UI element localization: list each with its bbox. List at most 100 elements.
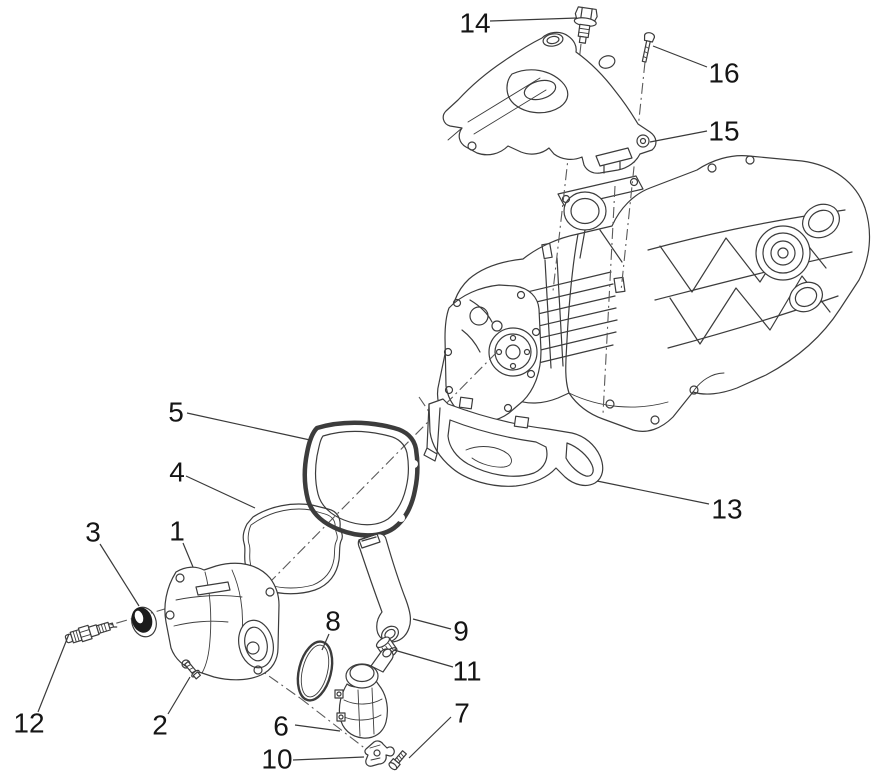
- valvetrain-detail: [461, 299, 503, 353]
- callout-13-label: 13: [711, 494, 742, 525]
- sensor-body: [577, 23, 591, 39]
- callout-4-leader: [185, 475, 256, 509]
- head-studs: [541, 242, 626, 294]
- separator-body: [338, 680, 388, 739]
- bracket-left-arm: [423, 403, 441, 462]
- separator-tabs: [334, 689, 346, 722]
- screw-shaft: [641, 40, 651, 63]
- callout-14-leader: [489, 17, 578, 22]
- upper-cover-arm-lines: [447, 77, 547, 141]
- callouts: 14 16 15 5 13 4 3 1 8 9 11 12 2 6 7 10: [13, 8, 742, 774]
- bracket-studs: [458, 396, 530, 429]
- callout-8-label: 8: [325, 606, 341, 637]
- engine-assembly: [435, 155, 871, 451]
- bolt2-head: [192, 671, 202, 680]
- callout-11-leader: [393, 649, 454, 668]
- callout-15-leader: [649, 130, 708, 143]
- callout-13-leader: [596, 480, 710, 505]
- callout-11-label: 11: [452, 656, 481, 687]
- outer-gasket-ring: [302, 420, 420, 538]
- outer-gasket-inner-line: [315, 430, 409, 526]
- callout-3-label: 3: [85, 517, 101, 548]
- callout-4-label: 4: [169, 457, 185, 488]
- clamp-hole: [373, 749, 381, 757]
- pipe-body: [357, 533, 412, 643]
- callout-2-leader: [167, 676, 191, 715]
- head-cover-boss-center: [246, 641, 260, 655]
- callout-16-leader: [652, 45, 708, 68]
- upper-cover-boss-right: [598, 55, 616, 69]
- callout-12-label: 12: [13, 708, 44, 739]
- upper-head-cover: [442, 31, 657, 174]
- callout-7-leader: [408, 716, 452, 759]
- head-cover-creases: [173, 569, 243, 674]
- upper-cover-ear-hole-inner: [639, 137, 647, 145]
- breather-pipe: [357, 533, 412, 643]
- bracket-cable: [465, 446, 512, 468]
- bracket-outline: [428, 398, 604, 487]
- callout-16-label: 16: [708, 58, 739, 89]
- bolt7-head-top: [388, 762, 398, 771]
- callout-14-label: 14: [459, 8, 490, 39]
- cam-sprocket: [488, 327, 538, 377]
- callout-9-leader: [412, 618, 452, 630]
- crank-bearing-boss: [755, 225, 811, 281]
- cylinder-head-cover: [164, 562, 280, 681]
- oil-separator: [334, 648, 394, 739]
- callout-12-leader: [37, 633, 70, 713]
- axis-line: [620, 61, 646, 292]
- upper-cover-ear-hole: [636, 134, 650, 148]
- o-ring-inner: [300, 644, 330, 698]
- upper-cover-foot: [595, 147, 633, 174]
- inner-gasket: [242, 503, 343, 595]
- o-ring: [296, 640, 334, 702]
- callout-9-label: 9: [453, 616, 469, 647]
- sensor-tip: [578, 35, 587, 44]
- filler-boss-inner: [546, 35, 560, 45]
- cam-chain-tunnel: [544, 257, 564, 369]
- callout-6-label: 6: [273, 711, 289, 742]
- callout-5-label: 5: [168, 397, 184, 428]
- head-cover-vent: [195, 581, 231, 596]
- inner-gasket-inner: [247, 508, 338, 589]
- case-openings: [789, 203, 840, 313]
- callout-1-label: 1: [169, 516, 185, 547]
- separator-neck-opening: [382, 648, 392, 658]
- callout-7-label: 7: [454, 698, 470, 729]
- cover-bolt: [184, 660, 202, 680]
- support-bracket: [423, 396, 604, 487]
- upper-cover-recess: [506, 69, 569, 114]
- seal-ring: [131, 606, 157, 638]
- upper-cover-oval: [523, 79, 557, 101]
- seal-bore: [134, 610, 144, 624]
- pipe-top-opening: [358, 533, 381, 549]
- cover-screw: [641, 32, 656, 63]
- callout-10-leader: [292, 756, 365, 761]
- callout-3-leader: [99, 543, 140, 607]
- plug-electrode: [107, 622, 118, 629]
- separator-seams: [341, 687, 383, 737]
- oil-temperature-sensor: [573, 6, 598, 44]
- callout-8-leader: [321, 633, 330, 651]
- callout-2-label: 2: [152, 710, 168, 741]
- callout-10-label: 10: [261, 744, 292, 774]
- bracket-pan: [447, 419, 548, 477]
- axis-line: [602, 185, 616, 415]
- inner-gasket-outer: [242, 503, 343, 595]
- separator-cap-inner: [349, 663, 375, 683]
- separator-bolt: [388, 750, 407, 771]
- spark-plug: [64, 621, 118, 644]
- o-ring-outer: [296, 640, 334, 702]
- callout-6-leader: [294, 724, 341, 732]
- bracket-loop: [565, 442, 594, 477]
- intake-boss: [557, 175, 644, 263]
- head-cover-boss-mid: [244, 626, 268, 662]
- axis-line: [299, 697, 368, 751]
- head-crankcase-join: [565, 233, 579, 394]
- case-lower-edge: [568, 372, 725, 408]
- callout-15-label: 15: [708, 116, 739, 147]
- outer-gasket: [302, 420, 420, 538]
- upper-cover-hole-left: [467, 141, 477, 151]
